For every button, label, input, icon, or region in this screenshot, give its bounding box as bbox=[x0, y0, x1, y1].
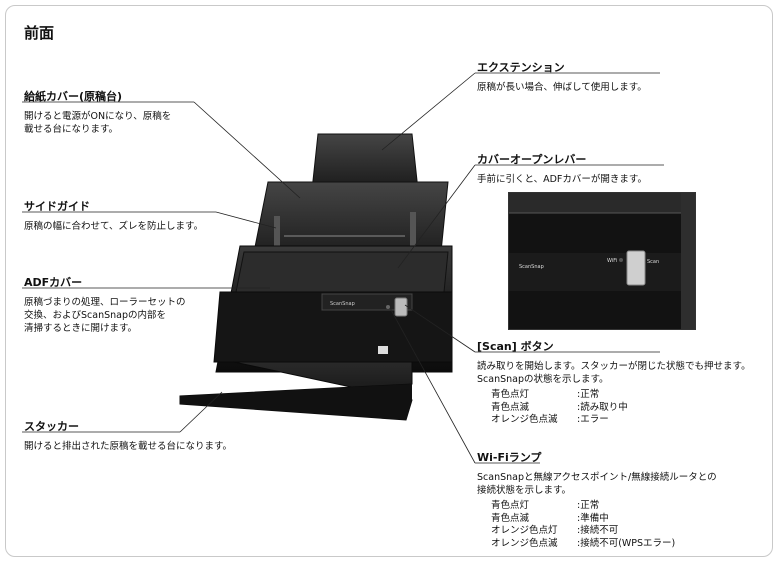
status-row: 青色点灯:正常 bbox=[491, 389, 600, 400]
callout-scan-button: [Scan] ボタン 読み取りを開始します。スタッカーが閉じた状態でも押せます。… bbox=[477, 338, 751, 427]
callout-desc-line: 清掃するときに開けます。 bbox=[24, 323, 138, 334]
callout-title: 給紙カバー(原稿台) bbox=[24, 90, 123, 103]
callout-side-guide: サイドガイド 原稿の幅に合わせて、ズレを防止します。 bbox=[24, 198, 203, 233]
callout-extension: エクステンション 原稿が長い場合、伸ばして使用します。 bbox=[477, 59, 647, 94]
inset-brand-label: ScanSnap bbox=[519, 264, 544, 270]
status-list: 青色点灯:正常 青色点滅:読み取り中 オレンジ色点滅:エラー bbox=[491, 389, 751, 427]
callout-title: エクステンション bbox=[477, 61, 565, 74]
scan-button-closeup: ScanSnap WiFi Scan bbox=[508, 192, 696, 330]
callout-desc: 手前に引くと、ADFカバーが開きます。 bbox=[477, 174, 647, 185]
callout-desc: 原稿の幅に合わせて、ズレを防止します。 bbox=[24, 221, 204, 232]
status-list: 青色点灯:正常 青色点滅:準備中 オレンジ色点灯:接続不可 オレンジ色点滅:接続… bbox=[491, 500, 717, 550]
callout-paper-chute: 給紙カバー(原稿台) 開けると電源がONになり、原稿を 載せる台になります。 bbox=[24, 88, 171, 136]
side-guide-left bbox=[274, 216, 280, 256]
callout-desc-line: ScanSnapの状態を示します。 bbox=[477, 374, 609, 385]
callout-stacker: スタッカー 開けると排出された原稿を載せる台になります。 bbox=[24, 418, 232, 453]
callout-title: スタッカー bbox=[24, 420, 79, 433]
side-guide-right bbox=[410, 212, 416, 254]
status-row: オレンジ色点灯:接続不可 bbox=[491, 525, 619, 536]
callout-desc-line: 交換、およびScanSnapの内部を bbox=[24, 310, 166, 321]
callout-desc-line: ScanSnapと無線アクセスポイント/無線接続ルータとの bbox=[477, 472, 717, 483]
callout-desc: 原稿が長い場合、伸ばして使用します。 bbox=[477, 82, 647, 93]
status-row: 青色点滅:読み取り中 bbox=[491, 401, 628, 413]
inset-scan-label: Scan bbox=[647, 259, 659, 265]
callout-adf-cover: ADFカバー 原稿づまりの処理、ローラーセットの 交換、およびScanSnapの… bbox=[24, 274, 186, 335]
status-row: オレンジ色点滅:接続不可(WPSエラー) bbox=[491, 537, 676, 549]
callout-desc-line: 開けると電源がONになり、原稿を bbox=[24, 111, 172, 122]
callout-wifi-lamp: Wi-Fiランプ ScanSnapと無線アクセスポイント/無線接続ルータとの 接… bbox=[477, 449, 717, 550]
callout-title: [Scan] ボタン bbox=[477, 340, 554, 353]
callout-desc-line: 原稿づまりの処理、ローラーセットの bbox=[24, 297, 186, 308]
callout-desc: 開けると排出された原稿を載せる台になります。 bbox=[24, 441, 233, 452]
callout-title: カバーオープンレバー bbox=[477, 153, 587, 166]
status-row: 青色点灯:正常 bbox=[491, 500, 600, 511]
callout-desc-line: 接続状態を示します。 bbox=[477, 485, 572, 496]
inset-wifi-label: WiFi bbox=[607, 258, 617, 264]
status-row: 青色点滅:準備中 bbox=[491, 512, 609, 524]
device-panel-label: ScanSnap bbox=[330, 301, 355, 307]
callout-desc-line: 読み取りを開始します。スタッカーが閉じた状態でも押せます。 bbox=[477, 361, 751, 372]
wifi-lamp-part bbox=[386, 305, 390, 309]
callout-cover-open-lever: カバーオープンレバー 手前に引くと、ADFカバーが開きます。 bbox=[477, 151, 647, 186]
status-row: オレンジ色点滅:エラー bbox=[491, 414, 609, 425]
scan-button-part bbox=[394, 297, 408, 317]
callout-title: Wi-Fiランプ bbox=[477, 451, 542, 464]
callout-title: サイドガイド bbox=[24, 200, 90, 213]
callout-desc-line: 載せる台になります。 bbox=[24, 124, 119, 135]
page-title: 前面 bbox=[24, 24, 55, 42]
inset-scan-button bbox=[626, 250, 646, 286]
callout-title: ADFカバー bbox=[24, 276, 83, 289]
